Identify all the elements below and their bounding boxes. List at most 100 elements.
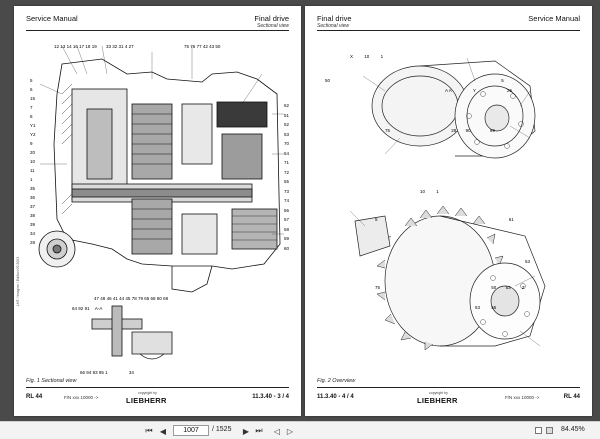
callout: 94: [86, 370, 92, 375]
last-page-icon[interactable]: ⏭: [255, 426, 263, 435]
callout: 76: [190, 44, 196, 49]
callout: 61: [508, 217, 514, 222]
callout-column-right: 62 51 52 53 70 54 71 72 55 73 74 56 57 5…: [284, 101, 296, 253]
callout: Y: [472, 88, 476, 93]
first-page-icon[interactable]: ⏮: [145, 426, 153, 435]
callout: 19: [91, 44, 97, 49]
callout: 16: [72, 44, 78, 49]
callout: 55: [284, 179, 290, 184]
callout: 52: [284, 122, 290, 127]
callout: 65: [144, 296, 150, 301]
page-right: Final drive Service Manual Sectional vie…: [305, 6, 592, 416]
viewer-toolbar: ⏮ ◀ / 1525 ▶ ⏭ ◁ ▷ 84.45%: [0, 421, 600, 439]
callout: 66: [80, 370, 86, 375]
callout: 7: [30, 105, 33, 110]
next-page-icon[interactable]: ▶: [242, 426, 250, 436]
callout: 91: [84, 306, 90, 311]
callout: 74: [284, 198, 290, 203]
header-left: Service Manual: [26, 14, 78, 23]
callout: 25: [507, 88, 513, 93]
callout: 10: [30, 159, 36, 164]
callout: 90: [465, 128, 471, 133]
callout: 5: [375, 217, 378, 222]
callout-row-top-right: 75 76 77 42 43 50: [184, 44, 294, 49]
callout: 53: [475, 305, 481, 310]
callout: 62: [284, 103, 290, 108]
callout: 1: [105, 370, 108, 375]
callout: 31: [118, 44, 124, 49]
callout: 43: [209, 44, 215, 49]
callout-group-lower: 10 1 5 61 53 75 50 53 Z 53 55: [375, 186, 575, 314]
footer-rule: [26, 387, 289, 388]
callout: 46: [106, 296, 112, 301]
callout: 78: [131, 296, 137, 301]
page-number-input[interactable]: [173, 425, 209, 436]
callout-column-left: 5 6 15 7 8 Y1 Y2 9 20 10 11 1 35 36 37 3…: [30, 76, 40, 247]
back-icon[interactable]: ◁: [273, 426, 281, 436]
callout-row-top: 12 13 14 16 17 18 19 33 32 31 4 27: [54, 44, 204, 49]
liebherr-logo: LIEBHERR: [126, 396, 167, 405]
page-reference: 11.3.40 - 4 / 4: [317, 394, 354, 400]
callout: 70: [284, 141, 290, 146]
callout: 72: [284, 169, 290, 175]
footer-fn: F/N xxx 10000 ->: [64, 395, 99, 400]
footer-code: RL 44: [563, 394, 580, 400]
callout-row-upper: X 10 1: [350, 54, 550, 59]
callout: 42: [202, 44, 208, 49]
figure-caption: Fig. 2 Overview: [317, 378, 356, 384]
callout: 59: [284, 236, 290, 241]
callout: 71: [284, 160, 290, 165]
zoom-level[interactable]: 84.45%: [561, 426, 585, 433]
callout: 45: [125, 296, 131, 301]
callout: 75: [184, 44, 190, 49]
callout: 38: [30, 213, 36, 218]
callout: 8: [30, 114, 33, 119]
callout: 10: [364, 54, 370, 59]
callout: 55: [491, 305, 497, 310]
callout: 50: [325, 78, 331, 83]
callout: 28: [30, 240, 36, 245]
callout: 18: [85, 44, 91, 49]
callout: 57: [284, 217, 290, 222]
callout: 11: [30, 168, 35, 173]
callout-group-upper: 50 5 A A Y 25 75 28 90 99: [325, 76, 565, 136]
page-left: Service Manual Final drive Sectional vie…: [14, 6, 301, 416]
callout: 93: [92, 370, 98, 375]
callout: 47: [94, 296, 100, 301]
forward-icon[interactable]: ▷: [286, 426, 294, 436]
callout: X: [350, 54, 354, 59]
header-subtitle: Sectional view: [257, 23, 289, 29]
header-rule: [26, 30, 289, 31]
callout: 73: [284, 188, 290, 194]
prev-page-icon[interactable]: ◀: [159, 426, 167, 436]
callout-row-aa-bottom: 66 94 93 95 1 34: [80, 370, 180, 375]
callout: 68: [150, 296, 156, 301]
callout: 39: [30, 222, 36, 227]
callout: 56: [284, 207, 290, 213]
callout: 53: [284, 131, 290, 137]
callout: A: [445, 88, 448, 93]
fit-page-icon[interactable]: [535, 427, 542, 434]
callout: 28: [451, 128, 457, 133]
callout: 35: [30, 186, 36, 191]
callout: 92: [78, 306, 84, 311]
copyright-text: copyright by: [138, 391, 157, 395]
callout: 51: [284, 112, 290, 118]
callout: 75: [385, 128, 391, 133]
callout: 64: [72, 306, 78, 311]
callout: 44: [119, 296, 125, 301]
callout: 54: [284, 150, 290, 156]
callout: 53: [525, 259, 531, 264]
sectional-view-figure: [38, 45, 284, 360]
document-viewer[interactable]: Service Manual Final drive Sectional vie…: [0, 0, 600, 421]
footer-fn: F/N xxx 10000 ->: [505, 395, 540, 400]
copyright-text: copyright by: [429, 391, 448, 395]
callout: Z: [521, 285, 525, 290]
callout: 53: [505, 285, 511, 290]
callout-row-aa-top: 64 92 91 A-A: [72, 306, 152, 311]
callout: 32: [112, 44, 118, 49]
header-left: Final drive: [317, 14, 352, 23]
two-page-icon[interactable]: [546, 427, 553, 434]
callout: 12: [54, 44, 60, 49]
callout: 41: [112, 296, 118, 301]
